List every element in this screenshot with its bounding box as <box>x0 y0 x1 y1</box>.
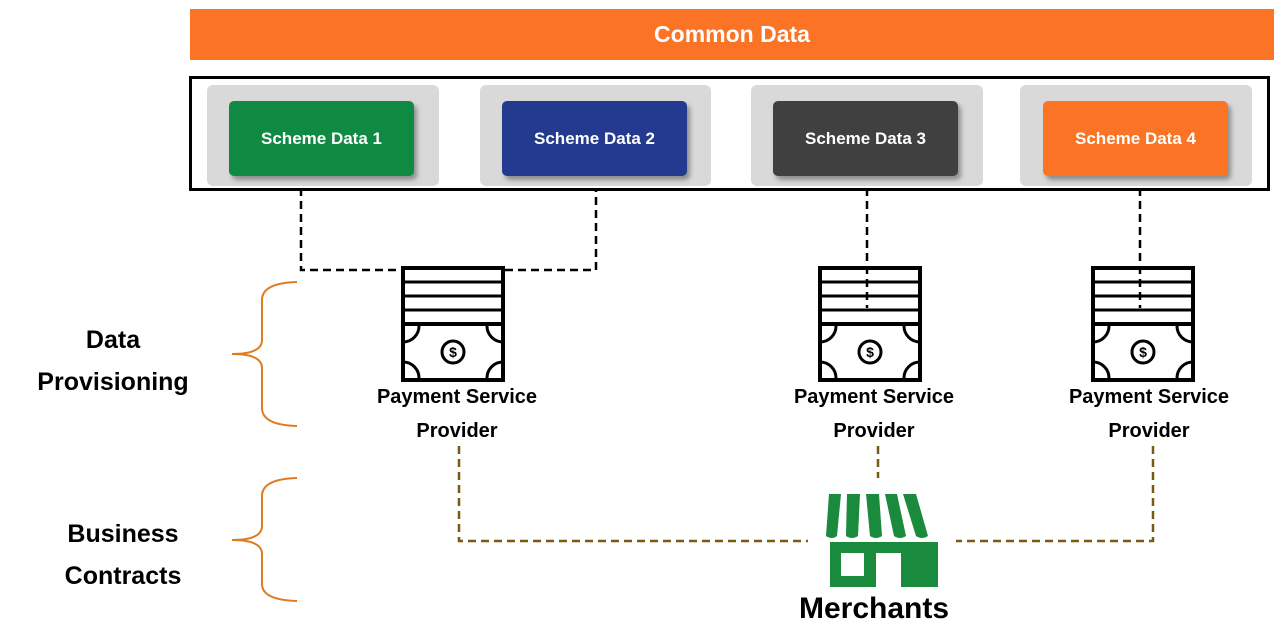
psp-2-line1: Payment Service <box>793 386 955 408</box>
scheme-data-3-label: Scheme Data 3 <box>805 128 926 148</box>
data-provisioning-brace <box>231 281 298 427</box>
psp-2-icon-symbol: $ <box>866 344 874 360</box>
psp-3-label: Payment Service Provider <box>1039 380 1259 448</box>
contract-link-psp-3 <box>956 446 1155 543</box>
data-provisioning-line2: Provisioning <box>37 368 189 396</box>
psp-2-icon: $ <box>818 266 922 382</box>
data-provisioning-line1: Data <box>85 326 141 354</box>
scheme-data-4-box: Scheme Data 4 <box>1043 101 1228 176</box>
scheme-data-1-box: Scheme Data 1 <box>229 101 414 176</box>
contract-link-psp-1 <box>457 446 808 543</box>
common-data-banner: Common Data <box>190 9 1274 60</box>
scheme-data-4-label: Scheme Data 4 <box>1075 128 1196 148</box>
psp-1-icon: $ <box>401 266 505 382</box>
business-contracts-line2: Contracts <box>64 562 182 590</box>
store-icon <box>826 494 938 587</box>
psp-1-icon-symbol: $ <box>449 344 457 360</box>
scheme-data-2-label: Scheme Data 2 <box>534 128 655 148</box>
psp-3-icon: $ <box>1091 266 1195 382</box>
psp-2-line2: Provider <box>833 420 915 442</box>
scheme-data-3-box: Scheme Data 3 <box>773 101 958 176</box>
psp-2-label: Payment Service Provider <box>764 380 984 448</box>
business-contracts-line1: Business <box>67 520 179 548</box>
psp-1-line1: Payment Service <box>376 386 538 408</box>
merchants-label: Merchants <box>798 592 950 625</box>
psp-1-line2: Provider <box>416 420 498 442</box>
psp-1-label: Payment Service Provider <box>347 380 567 448</box>
business-contracts-brace <box>231 477 298 602</box>
common-data-label: Common Data <box>654 21 810 47</box>
business-contracts-label: Business Contracts <box>18 513 228 597</box>
data-provisioning-label: Data Provisioning <box>8 319 218 403</box>
psp-3-icon-symbol: $ <box>1139 344 1147 360</box>
psp-3-line1: Payment Service <box>1068 386 1230 408</box>
scheme-data-1-label: Scheme Data 1 <box>261 128 382 148</box>
scheme-data-2-box: Scheme Data 2 <box>502 101 687 176</box>
scheme-1-2-link <box>299 188 598 272</box>
psp-3-line2: Provider <box>1108 420 1190 442</box>
